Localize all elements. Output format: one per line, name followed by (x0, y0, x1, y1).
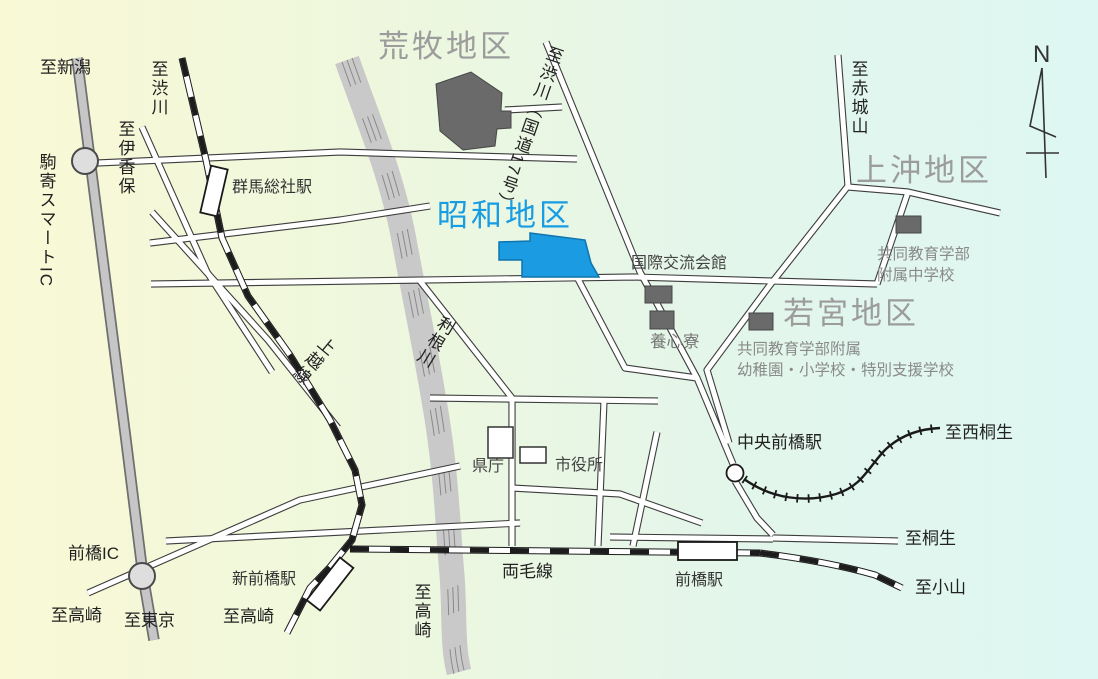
to-shibukawa-rail-label: 至渋川 (149, 60, 169, 117)
to-takasaki-joetsu-label: 至高崎 (223, 607, 274, 626)
compass-n-label: N (1033, 41, 1050, 68)
road-surfaces (86, 41, 1001, 596)
komayose-ic-label: 駒寄スマートIC (37, 153, 57, 288)
to-niigata-label: 至新潟 (40, 58, 91, 77)
kamioki-district-label: 上沖地区 (856, 153, 992, 188)
shin-maebashi-station-label: 新前橋駅 (232, 570, 296, 588)
to-oyama-label: 至小山 (915, 578, 966, 597)
fuzoku-fuyo-label-line1: 共同教育学部附属 (737, 340, 861, 358)
aramaki-district-label: 荒牧地区 (378, 29, 514, 64)
map-labels: 荒牧地区 昭和地区 上沖地区 若宮地区 至新潟 至西桐生 至桐生 至小山 至高崎… (37, 29, 1014, 640)
kokusai-building (644, 285, 673, 304)
shiyakusho-label: 市役所 (555, 456, 603, 474)
maebashi-station-label: 前橋駅 (675, 571, 723, 589)
fuzoku-chugakko-label-line2: 附属中学校 (877, 266, 955, 284)
wakamiya-district-label: 若宮地区 (783, 296, 919, 331)
maebashi-station-marker (677, 541, 738, 561)
joetsu-line-rail (178, 57, 366, 635)
to-kiryu-label: 至桐生 (905, 529, 956, 548)
chuo-maebashi-station-marker (725, 463, 745, 483)
gunma-soja-station-label: 群馬総社駅 (232, 178, 312, 196)
komayose-ic-marker (71, 147, 99, 175)
road-network (86, 40, 1001, 597)
maebashi-ic-label: 前橋IC (68, 544, 119, 563)
tone-river (335, 55, 472, 676)
to-takasaki-river-label: 至高崎 (412, 583, 432, 640)
fuzoku-fuyo-label-line2: 幼稚園・小学校・特別支援学校 (737, 361, 954, 379)
to-nishikiryu-label: 至西桐生 (945, 423, 1013, 442)
compass-north: N (1026, 41, 1059, 179)
yoshinryo-building (649, 310, 675, 330)
aramaki-district-area (435, 71, 512, 151)
fuzoku-chugakko-label-line1: 共同教育学部 (877, 245, 970, 263)
kencho-building (487, 426, 514, 459)
kokusai-label: 国際交流会館 (631, 254, 727, 272)
fuzoku-chugakko-building (895, 215, 922, 234)
wakamiya-building (748, 312, 774, 331)
shiyakusho-building (519, 446, 547, 464)
shin-maebashi-station-marker (305, 556, 355, 612)
gunma-soja-station-marker (199, 164, 229, 218)
to-ikaho-label: 至伊香保 (116, 120, 136, 196)
maebashi-ic-marker (128, 562, 156, 590)
kencho-label: 県庁 (472, 457, 504, 475)
yoshinryo-label: 養心寮 (650, 332, 700, 351)
ryomo-line-label: 両毛線 (502, 562, 553, 581)
chuo-maebashi-station-label: 中央前橋駅 (737, 433, 822, 452)
showa-district-area (498, 232, 601, 278)
showa-district-label: 昭和地区 (437, 198, 573, 233)
kanetsu-expressway (71, 57, 160, 641)
to-tokyo-label: 至東京 (124, 611, 175, 630)
to-takasaki-expressway-label: 至高崎 (51, 606, 102, 625)
jomo-electric-rail (741, 423, 941, 503)
to-akagiyama-label: 至赤城山 (849, 60, 869, 136)
